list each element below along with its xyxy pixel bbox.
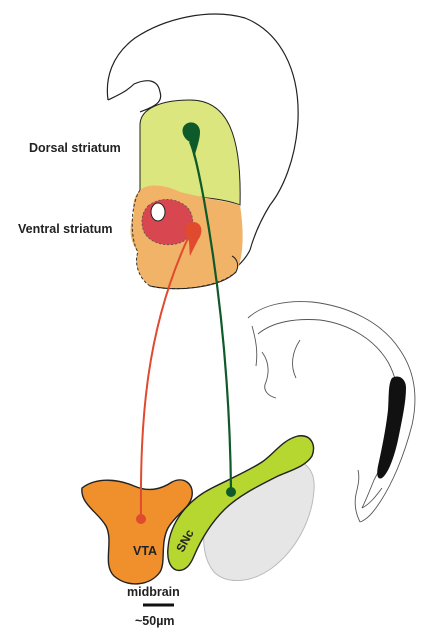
ventral-striatum-label: Ventral striatum <box>18 222 112 236</box>
vta-label: VTA <box>133 544 157 558</box>
snc-cell-body <box>226 487 236 497</box>
dorsal-striatum-label: Dorsal striatum <box>29 141 121 155</box>
ventricle-shape <box>377 376 406 478</box>
anterior-commissure-hole <box>151 203 165 221</box>
scale-bar-label: ~50µm <box>135 614 175 628</box>
vta-cell-body <box>136 514 146 524</box>
midbrain-label: midbrain <box>127 585 180 599</box>
nucleus-accumbens-region <box>142 199 193 244</box>
